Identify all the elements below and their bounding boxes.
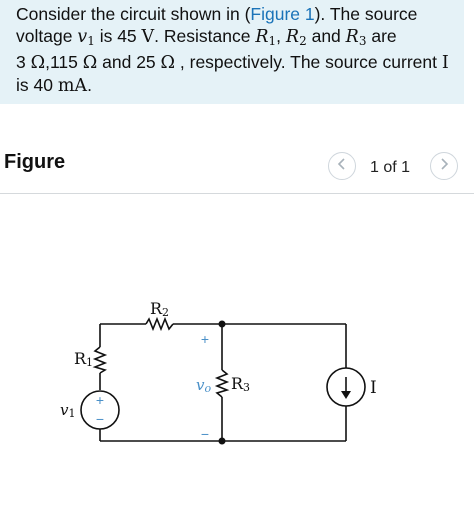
- node-dot-top: [218, 320, 226, 328]
- var-r3: R3: [345, 26, 367, 48]
- chevron-right-icon: [439, 157, 449, 176]
- vo-minus-sign: −: [201, 426, 209, 442]
- var-r1: R1: [255, 26, 277, 48]
- var-r2: R2: [285, 26, 307, 48]
- figure-link[interactable]: Figure 1: [250, 4, 315, 24]
- problem-statement: Consider the circuit shown in (Figure 1)…: [0, 0, 464, 104]
- label-vo: vo: [196, 376, 211, 395]
- circuit-diagram: R2 R1 R3 v1 vo I + − + −: [60, 299, 377, 445]
- label-r2: R2: [150, 299, 169, 319]
- var-v1: v1: [77, 26, 95, 48]
- vo-plus-sign: +: [201, 331, 209, 347]
- chevron-left-icon: [337, 157, 347, 176]
- resistor-r2: [145, 316, 174, 332]
- v1-plus-sign: +: [96, 392, 104, 408]
- problem-line-4: is 40 mA.: [16, 74, 92, 96]
- next-figure-button[interactable]: [430, 152, 458, 180]
- circuit-wires: [80, 316, 366, 442]
- prev-figure-button[interactable]: [328, 152, 356, 180]
- figure-divider: [0, 193, 474, 194]
- problem-line-2: voltage v1 is 45 V. Resistance R1, R2 an…: [16, 25, 397, 48]
- resistor-r3: [214, 369, 230, 398]
- label-current: I: [370, 378, 377, 398]
- resistor-r1: [92, 346, 108, 374]
- current-arrow-icon: [341, 391, 351, 399]
- problem-line-3: 3 Ω,115 Ω and 25 Ω , respectively. The s…: [16, 52, 449, 73]
- problem-line-1: Consider the circuit shown in (Figure 1)…: [16, 4, 418, 24]
- figure-heading: Figure: [4, 151, 66, 173]
- label-v1: v1: [60, 401, 75, 420]
- page-indicator: 1 of 1: [370, 159, 411, 176]
- v1-minus-sign: −: [96, 411, 104, 427]
- figure-pager: 1 of 1: [328, 150, 470, 184]
- node-dot-bottom: [218, 437, 226, 445]
- label-r1: R1: [74, 349, 93, 369]
- label-r3: R3: [231, 374, 250, 394]
